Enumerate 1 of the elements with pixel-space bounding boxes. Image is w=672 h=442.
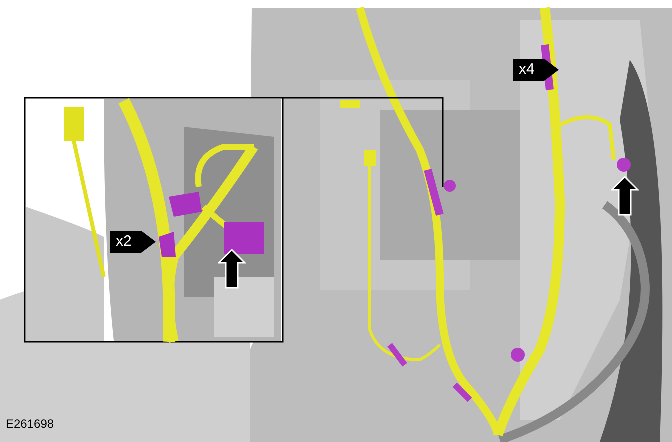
figure-code: E261698 <box>6 417 54 431</box>
